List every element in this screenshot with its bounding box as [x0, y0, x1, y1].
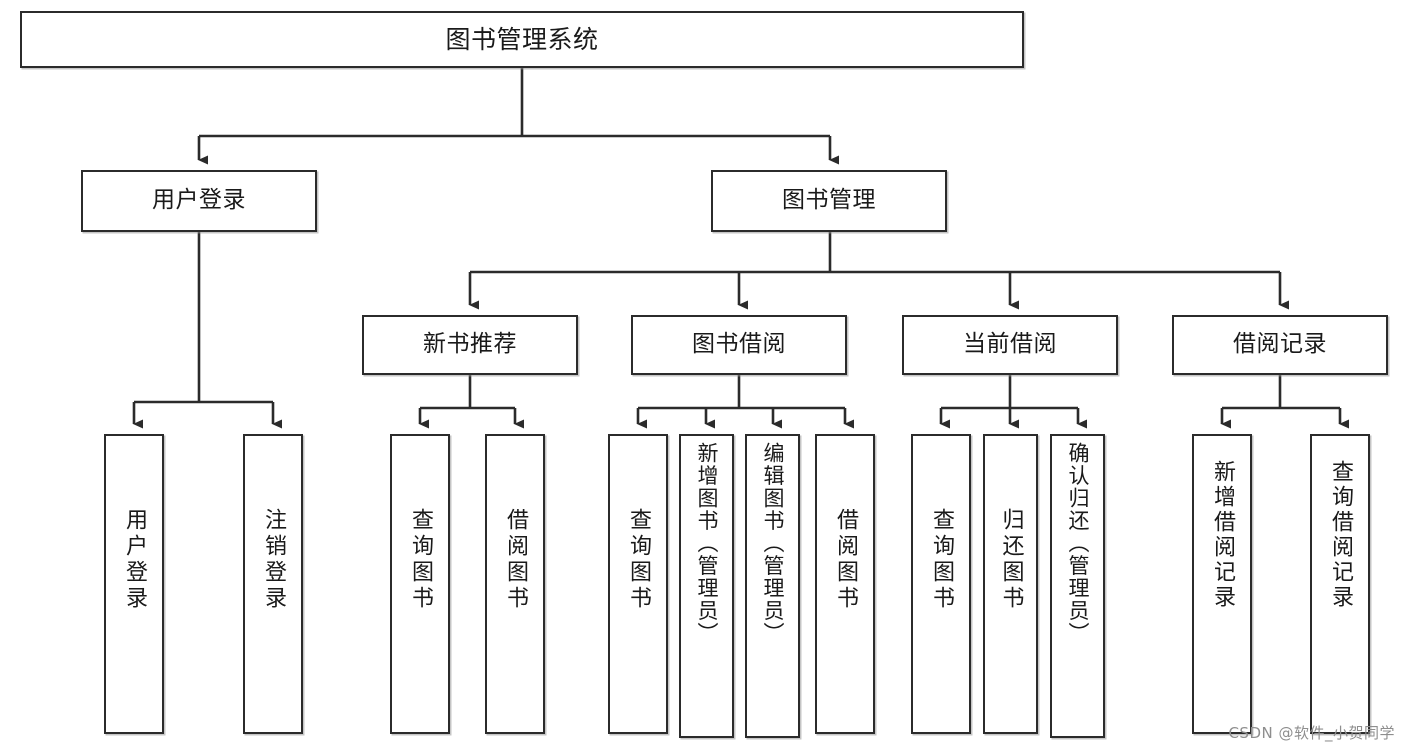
- node-book-borrow-label: 图书借阅: [692, 331, 786, 358]
- node-borrow-record-label: 借阅记录: [1233, 331, 1327, 358]
- node-root-label: 图书管理系统: [445, 24, 599, 54]
- node-user-login-label: 用户登录: [152, 187, 246, 214]
- node-leaf-borrow-book-1[interactable]: 借阅图书: [485, 434, 545, 734]
- node-leaf-add-book[interactable]: 新增图书（管理员）: [679, 434, 734, 738]
- node-leaf-query-book-2-label: 查询图书: [626, 508, 651, 612]
- node-root[interactable]: 图书管理系统: [20, 11, 1024, 68]
- node-leaf-query-book-1-label: 查询图书: [408, 508, 433, 612]
- node-leaf-borrow-book-2-label: 借阅图书: [833, 508, 858, 612]
- node-current-borrow[interactable]: 当前借阅: [902, 315, 1118, 375]
- node-new-book-rec-label: 新书推荐: [423, 331, 517, 358]
- node-leaf-query-book-1[interactable]: 查询图书: [390, 434, 450, 734]
- node-leaf-add-record-label: 新增借阅记录: [1210, 460, 1235, 610]
- node-leaf-query-book-2[interactable]: 查询图书: [608, 434, 668, 734]
- node-leaf-query-book-3-label: 查询图书: [929, 508, 954, 612]
- node-leaf-borrow-book-1-label: 借阅图书: [503, 508, 528, 612]
- node-leaf-query-record[interactable]: 查询借阅记录: [1310, 434, 1370, 734]
- node-leaf-user-login[interactable]: 用户登录: [104, 434, 164, 734]
- node-current-borrow-label: 当前借阅: [963, 331, 1057, 358]
- node-leaf-user-logout[interactable]: 注销登录: [243, 434, 303, 734]
- node-book-manage-label: 图书管理: [782, 187, 876, 214]
- node-leaf-user-logout-label: 注销登录: [261, 508, 286, 612]
- node-leaf-query-book-3[interactable]: 查询图书: [911, 434, 971, 734]
- node-leaf-add-book-label: 新增图书（管理员）: [695, 442, 719, 645]
- node-book-manage[interactable]: 图书管理: [711, 170, 947, 232]
- node-leaf-edit-book[interactable]: 编辑图书（管理员）: [745, 434, 800, 738]
- node-leaf-return-book-label: 归还图书: [998, 508, 1024, 612]
- node-user-login[interactable]: 用户登录: [81, 170, 317, 232]
- node-leaf-add-record[interactable]: 新增借阅记录: [1192, 434, 1252, 734]
- node-leaf-confirm-return[interactable]: 确认归还（管理员）: [1050, 434, 1105, 738]
- node-borrow-record[interactable]: 借阅记录: [1172, 315, 1388, 375]
- node-leaf-return-book[interactable]: 归还图书: [983, 434, 1038, 734]
- node-leaf-confirm-return-label: 确认归还（管理员）: [1066, 442, 1090, 645]
- node-leaf-borrow-book-2[interactable]: 借阅图书: [815, 434, 875, 734]
- csdn-watermark: CSDN @软件_小贺同学: [1228, 724, 1395, 742]
- node-leaf-user-login-label: 用户登录: [122, 508, 147, 612]
- node-leaf-edit-book-label: 编辑图书（管理员）: [761, 442, 785, 645]
- node-new-book-rec[interactable]: 新书推荐: [362, 315, 578, 375]
- node-book-borrow[interactable]: 图书借阅: [631, 315, 847, 375]
- node-leaf-query-record-label: 查询借阅记录: [1328, 460, 1353, 610]
